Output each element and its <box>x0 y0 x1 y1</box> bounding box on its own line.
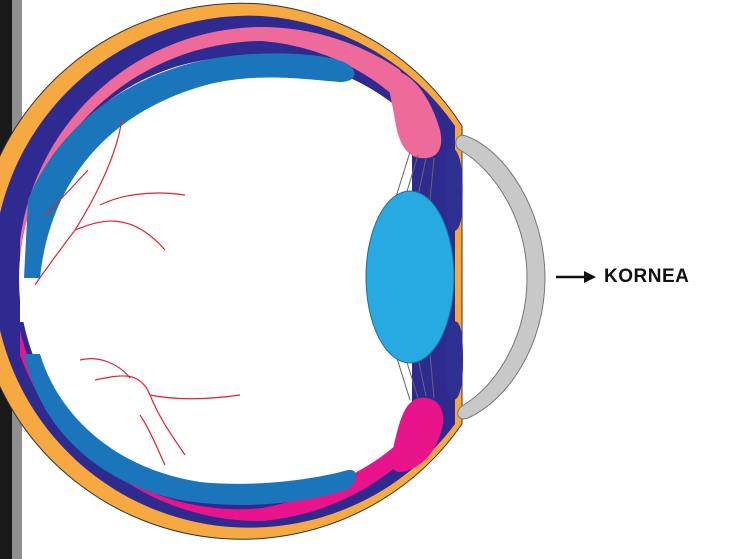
cornea-label-text: KORNEA <box>604 266 689 288</box>
cornea <box>456 135 545 419</box>
arrow-right-icon <box>556 270 596 284</box>
cornea-label: KORNEA <box>556 266 689 288</box>
iris-bottom <box>446 321 463 400</box>
optic-nerve <box>20 282 30 322</box>
lens <box>366 191 454 363</box>
